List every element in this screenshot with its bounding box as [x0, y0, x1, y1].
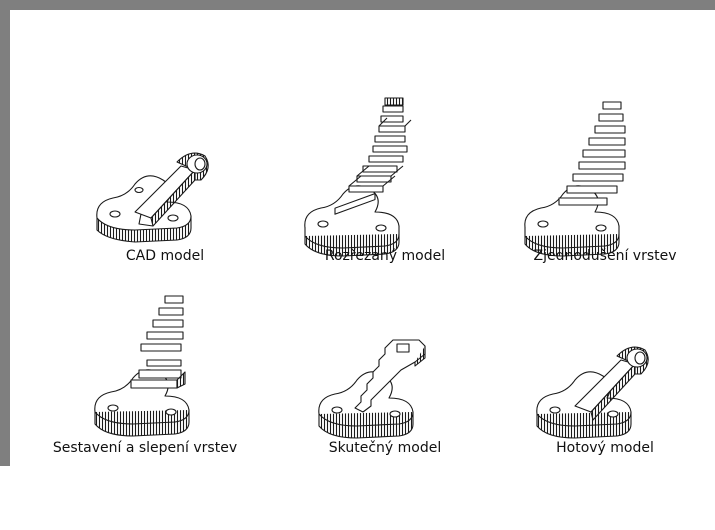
- cad-part-drawing-icon: [96, 152, 209, 243]
- caption-simplified-layers: Zjednodušení vrstev: [533, 248, 677, 264]
- panel-assembled-layers: Sestavení a slepení vrstev: [35, 295, 255, 530]
- real-model-drawing-icon: [318, 339, 426, 439]
- assembled-layers-drawing-icon: [94, 295, 190, 437]
- simplified-layers-drawing-icon: [524, 101, 626, 257]
- sliced-part-drawing-icon: [304, 97, 412, 257]
- caption-sliced-model: Rozřezaný model: [324, 248, 446, 264]
- panel-cad-model: CAD model: [55, 120, 275, 320]
- panel-finished-model: Hotový model: [495, 330, 715, 530]
- figure-frame: CAD model R: [0, 0, 715, 466]
- caption-finished-model: Hotový model: [556, 440, 654, 456]
- caption-assembled-layers: Sestavení a slepení vrstev: [52, 440, 238, 456]
- panel-sliced-model: Rozřezaný model: [275, 97, 495, 320]
- finished-model-drawing-icon: [536, 346, 649, 439]
- caption-cad-model: CAD model: [125, 248, 205, 264]
- caption-real-model: Skutečný model: [328, 440, 442, 456]
- panel-real-model: Skutečný model: [275, 330, 495, 530]
- panel-simplified-layers: Zjednodušení vrstev: [495, 101, 715, 320]
